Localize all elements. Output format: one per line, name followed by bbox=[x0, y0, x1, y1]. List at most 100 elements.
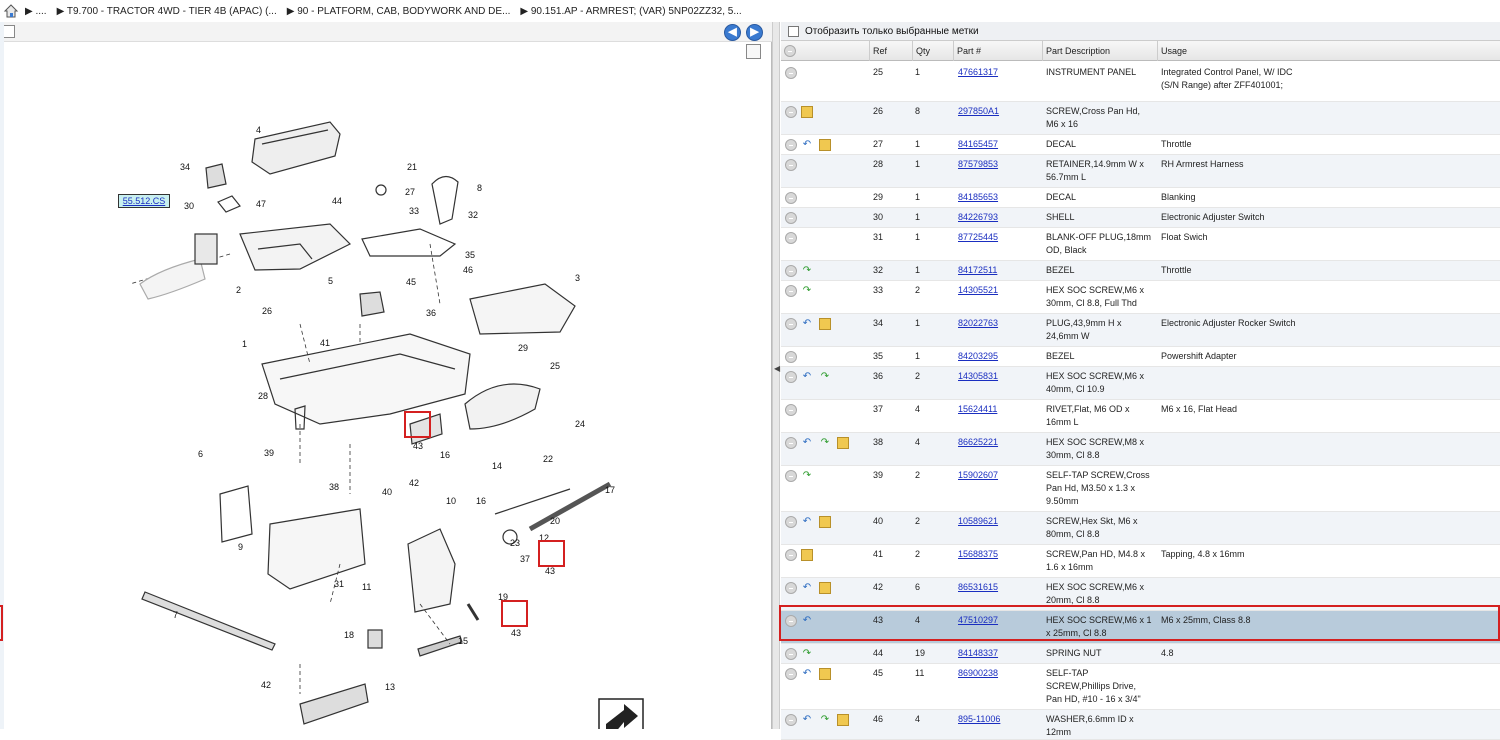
expand-all-icon[interactable] bbox=[784, 45, 796, 57]
header-usage[interactable]: Usage bbox=[1157, 41, 1500, 61]
pane-splitter[interactable]: ◀ bbox=[772, 22, 780, 729]
part-number-link[interactable]: 84148337 bbox=[958, 648, 999, 658]
breadcrumb-item[interactable]: ▶ T9.700 - TRACTOR 4WD - TIER 4B (APAC) … bbox=[56, 5, 277, 17]
part-number-link[interactable]: 84226793 bbox=[958, 212, 999, 222]
part-number-link[interactable]: 47510297 bbox=[958, 615, 999, 625]
replaced-by-icon[interactable]: ↶ bbox=[802, 437, 812, 448]
package-icon[interactable] bbox=[801, 106, 813, 118]
part-number-link[interactable]: 10589621 bbox=[958, 516, 999, 526]
jump-arrow-icon[interactable] bbox=[598, 698, 644, 729]
row-expand-icon[interactable] bbox=[785, 615, 797, 627]
replaces-icon[interactable]: ↷ bbox=[820, 714, 830, 725]
replaced-by-icon[interactable]: ↶ bbox=[802, 668, 812, 679]
row-expand-icon[interactable] bbox=[785, 106, 797, 118]
package-icon[interactable] bbox=[819, 318, 831, 330]
row-expand-icon[interactable] bbox=[785, 668, 797, 680]
part-number-link[interactable]: 84185653 bbox=[958, 192, 999, 202]
row-expand-icon[interactable] bbox=[785, 232, 797, 244]
row-expand-icon[interactable] bbox=[785, 139, 797, 151]
package-icon[interactable] bbox=[837, 437, 849, 449]
row-expand-icon[interactable] bbox=[785, 265, 797, 277]
part-number-link[interactable]: 15688375 bbox=[958, 549, 999, 559]
breadcrumb-item[interactable]: ▶ .... bbox=[25, 5, 47, 17]
row-expand-icon[interactable] bbox=[785, 714, 797, 726]
part-number-link[interactable]: 15624411 bbox=[958, 404, 998, 414]
breadcrumb-item[interactable]: ▶ 90 - PLATFORM, CAB, BODYWORK AND DE... bbox=[286, 5, 511, 17]
package-icon[interactable] bbox=[837, 714, 849, 726]
package-icon[interactable] bbox=[819, 582, 831, 594]
row-expand-icon[interactable] bbox=[785, 582, 797, 594]
replaced-by-icon[interactable]: ↶ bbox=[802, 516, 812, 527]
replaced-by-icon[interactable]: ↶ bbox=[802, 714, 812, 725]
header-desc[interactable]: Part Description bbox=[1042, 41, 1157, 61]
back-nav-button[interactable]: ◀ bbox=[724, 24, 741, 41]
part-number-link[interactable]: 82022763 bbox=[958, 318, 999, 328]
subassembly-callout[interactable]: 55.512.CS bbox=[118, 194, 170, 208]
package-icon[interactable] bbox=[801, 549, 813, 561]
row-expand-icon[interactable] bbox=[785, 371, 797, 383]
header-icon-col[interactable] bbox=[781, 41, 801, 61]
part-number-link[interactable]: 86625221 bbox=[958, 437, 999, 447]
package-icon[interactable] bbox=[819, 139, 831, 151]
highlight-box-43[interactable] bbox=[404, 411, 431, 438]
part-number-link[interactable]: 86531615 bbox=[958, 582, 999, 592]
row-expand-icon[interactable] bbox=[785, 212, 797, 224]
part-number-link[interactable]: 84172511 bbox=[958, 265, 998, 275]
row-expand-icon[interactable] bbox=[785, 285, 797, 297]
package-icon[interactable] bbox=[819, 668, 831, 680]
replaces-icon[interactable]: ↷ bbox=[802, 470, 812, 481]
header-qty[interactable]: Qty bbox=[912, 41, 953, 61]
row-expand-icon[interactable] bbox=[785, 516, 797, 528]
row-expand-icon[interactable] bbox=[785, 159, 797, 171]
row-expand-icon[interactable] bbox=[785, 192, 797, 204]
collapse-arrow-icon[interactable]: ◀ bbox=[774, 364, 781, 373]
part-number-link[interactable]: 84203295 bbox=[958, 351, 999, 361]
replaced-by-icon[interactable]: ↶ bbox=[802, 371, 812, 382]
row-expand-icon[interactable] bbox=[785, 404, 797, 416]
row-expand-icon[interactable] bbox=[785, 648, 797, 660]
replaced-by-icon[interactable]: ↶ bbox=[802, 318, 812, 329]
part-number-link[interactable]: 84165457 bbox=[958, 139, 999, 149]
show-selected-checkbox[interactable] bbox=[788, 25, 799, 37]
select-all-box[interactable] bbox=[746, 44, 761, 59]
part-number-link[interactable]: 87725445 bbox=[958, 232, 999, 242]
highlight-box-43[interactable] bbox=[538, 540, 565, 567]
breadcrumb-item[interactable]: ▶ 90.151.AP - ARMREST; (VAR) 5NP02ZZ32, … bbox=[520, 5, 742, 17]
row-expand-icon[interactable] bbox=[785, 351, 797, 363]
replaces-icon[interactable]: ↷ bbox=[802, 285, 812, 296]
forward-nav-button[interactable]: ▶ bbox=[746, 24, 763, 41]
header-ref[interactable]: Ref bbox=[869, 41, 912, 61]
replaces-icon[interactable]: ↷ bbox=[802, 648, 812, 659]
header-part[interactable]: Part # bbox=[953, 41, 1042, 61]
part-number-link[interactable]: 87579853 bbox=[958, 159, 999, 169]
package-icon[interactable] bbox=[819, 516, 831, 528]
part-number-link[interactable]: 895-11006 bbox=[958, 714, 1001, 724]
row-expand-icon[interactable] bbox=[785, 549, 797, 561]
replaces-icon[interactable]: ↷ bbox=[802, 265, 812, 276]
part-number-link[interactable]: 86900238 bbox=[958, 668, 999, 678]
part-number-link[interactable]: 15902607 bbox=[958, 470, 999, 480]
replaces-icon[interactable]: ↷ bbox=[820, 371, 830, 382]
replaced-by-icon[interactable]: ↶ bbox=[802, 582, 812, 593]
part-number-link[interactable]: 47661317 bbox=[958, 67, 999, 77]
